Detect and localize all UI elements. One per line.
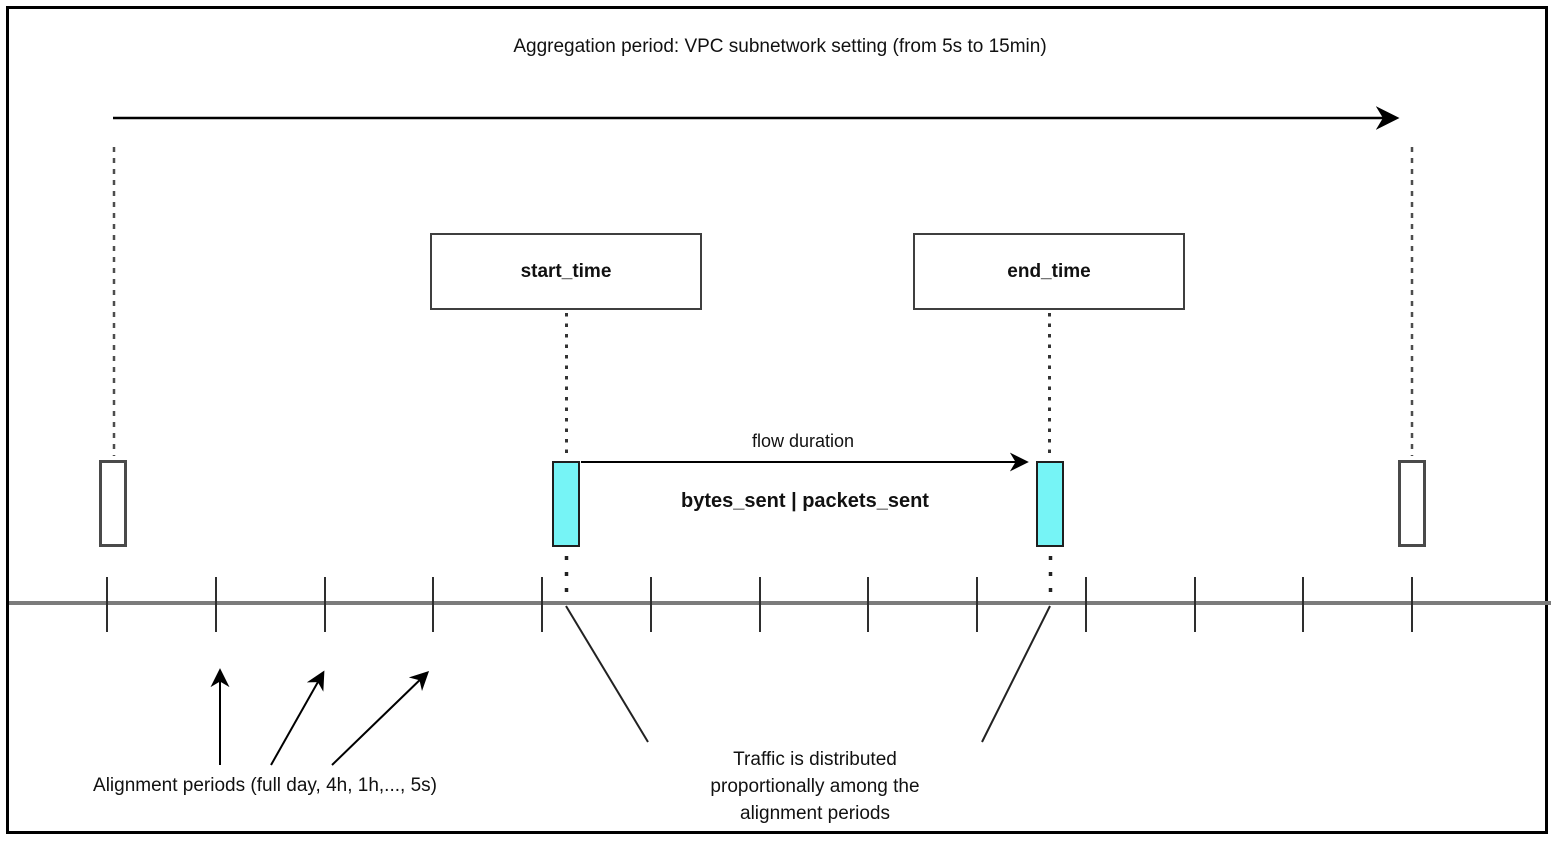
flow-metrics-label: bytes_sent | packets_sent — [681, 490, 929, 512]
end-time-box: end_time — [913, 233, 1185, 310]
flow-duration-label: flow duration — [751, 431, 855, 451]
traffic-note-connector-right — [981, 605, 1051, 743]
traffic-distribution-note: Traffic is distributed proportionally am… — [710, 749, 920, 824]
alignment-periods-label: Alignment periods (full day, 4h, 1h,...,… — [93, 775, 437, 796]
aggregation-edge-marker-right — [1398, 460, 1426, 547]
flow-end-marker — [1036, 461, 1064, 547]
aggregation-edge-marker-left — [99, 460, 127, 547]
flow-start-marker — [552, 461, 580, 547]
end-time-label: end_time — [1007, 260, 1091, 282]
start-time-box: start_time — [430, 233, 702, 310]
start-time-label: start_time — [520, 260, 612, 282]
alignment-arrow-3 — [331, 671, 430, 766]
traffic-note-connector-left — [565, 605, 649, 743]
alignment-arrow-2 — [270, 670, 325, 766]
diagram-title: Aggregation period: VPC subnetwork setti… — [513, 36, 1047, 57]
